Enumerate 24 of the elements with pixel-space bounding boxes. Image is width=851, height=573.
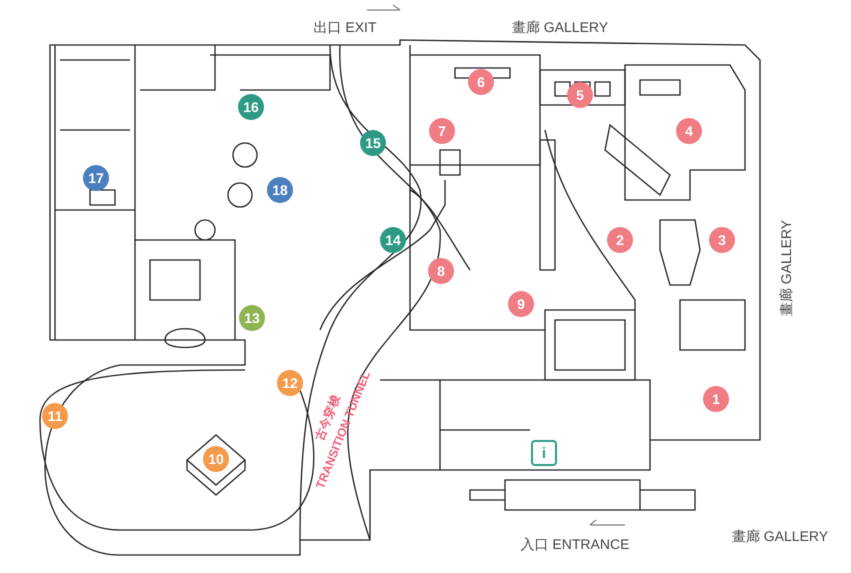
callout-number: 4 (676, 118, 702, 144)
callout-number: 8 (428, 258, 454, 284)
callout-number: 16 (238, 94, 264, 120)
callout-number: 1 (703, 386, 729, 412)
callout-number: 18 (267, 177, 293, 203)
callout-number: 14 (380, 227, 406, 253)
area-label: 出口 EXIT (314, 19, 376, 37)
area-label: 畫廊 GALLERY (732, 528, 828, 546)
callout-number: 13 (239, 305, 265, 331)
callout-number: 11 (42, 403, 68, 429)
callout-number: 6 (468, 69, 494, 95)
callout-number: 17 (83, 165, 109, 191)
info-icon: i (531, 440, 557, 466)
callout-number: 10 (203, 446, 229, 472)
callout-number: 9 (508, 291, 534, 317)
callout-number: 15 (360, 130, 386, 156)
callout-number: 12 (277, 370, 303, 396)
callout-number: 2 (607, 227, 633, 253)
area-label: 入口 ENTRANCE (520, 536, 630, 554)
callout-number: 5 (567, 82, 593, 108)
area-label: 畫廊 GALLERY (778, 220, 795, 316)
callout-number: 7 (429, 118, 455, 144)
area-label: 畫廊 GALLERY (512, 19, 608, 37)
callout-number: 3 (709, 227, 735, 253)
